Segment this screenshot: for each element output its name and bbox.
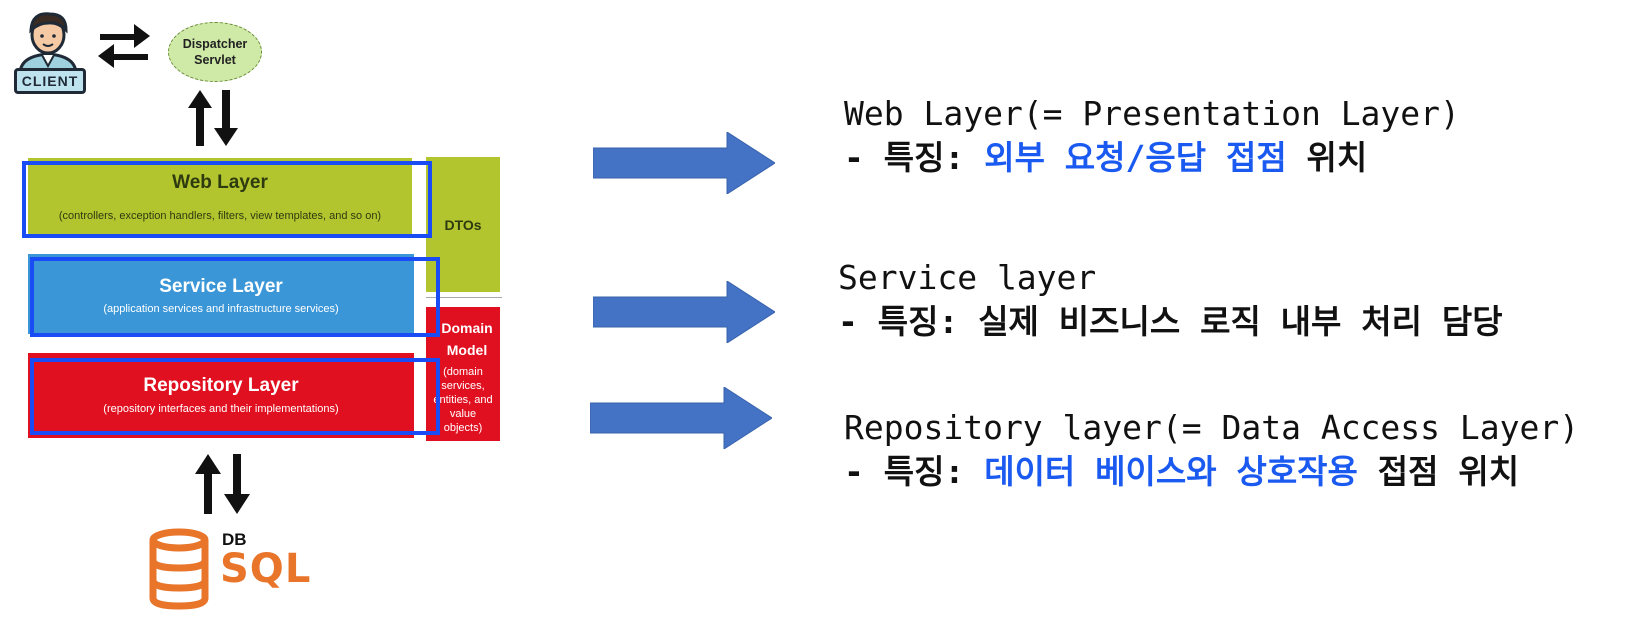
bidirectional-vertical-arrow-icon: [188, 90, 238, 146]
web-layer-subtitle: (controllers, exception handlers, filter…: [58, 210, 382, 222]
domain-model-title: Domain Model: [432, 317, 502, 361]
repository-layer-title: Repository Layer: [143, 375, 299, 396]
dispatcher-servlet: Dispatcher Servlet: [168, 22, 262, 82]
domain-sub-line3: entities, and: [433, 394, 493, 406]
desc-suffix: 위치: [1286, 138, 1368, 177]
dispatcher-line2: Servlet: [194, 53, 236, 67]
repository-layer-desc-line: - 특징: 데이터 베이스와 상호작용 접점 위치: [844, 450, 1579, 494]
desc-highlight: 외부 요청/응답 접점: [984, 138, 1287, 177]
web-layer-description: Web Layer(= Presentation Layer) - 특징: 외부…: [844, 92, 1460, 180]
right-arrow-icon: [593, 132, 775, 194]
domain-title-line1: Domain: [441, 320, 493, 336]
right-arrow-icon: [590, 387, 772, 449]
bidirectional-vertical-arrow-icon: [195, 454, 250, 514]
domain-sub-line5: objects): [443, 422, 483, 434]
database-icon: [149, 528, 209, 610]
web-layer-block: Web Layer (controllers, exception handle…: [28, 158, 412, 236]
repository-layer-desc-title: Repository layer(= Data Access Layer): [844, 408, 1580, 447]
repository-layer-subtitle: (repository interfaces and their impleme…: [103, 403, 339, 415]
db-label: DB: [222, 530, 247, 549]
domain-sub-line2: services,: [441, 380, 485, 392]
service-layer-block: Service Layer (application services and …: [28, 254, 414, 334]
desc-prefix: - 특징:: [844, 138, 985, 177]
right-arrow-icon: [593, 281, 775, 343]
repository-layer-highlight: [30, 358, 440, 435]
repository-layer-description: Repository layer(= Data Access Layer) - …: [844, 406, 1579, 494]
service-layer-subtitle: (application services and infrastructure…: [103, 303, 339, 315]
web-layer-title: Web Layer: [172, 172, 268, 193]
domain-sub-line1: (domain: [443, 366, 483, 378]
service-layer-desc-line: - 특징: 실제 비즈니스 로직 내부 처리 담당: [838, 302, 1503, 341]
web-layer-desc-title: Web Layer(= Presentation Layer): [844, 94, 1460, 133]
sql-label: SQL: [220, 546, 312, 592]
dtos-label: DTOs: [444, 217, 482, 233]
repository-layer-block: Repository Layer (repository interfaces …: [28, 353, 414, 438]
domain-title-line2: Model: [446, 342, 488, 358]
domain-model-subtitle: (domain services, entities, and value ob…: [426, 365, 500, 435]
bidirectional-horizontal-arrow-icon: [98, 24, 150, 68]
web-layer-highlight: [22, 161, 432, 238]
service-layer-highlight: [30, 257, 440, 337]
desc-suffix: 접점 위치: [1357, 452, 1520, 491]
divider-line: [426, 297, 502, 298]
domain-sub-line4: value: [449, 408, 477, 420]
desc-prefix: - 특징:: [844, 452, 985, 491]
dispatcher-line1: Dispatcher: [182, 37, 248, 51]
service-layer-desc-title: Service layer: [838, 258, 1097, 297]
service-layer-title: Service Layer: [159, 276, 283, 297]
client-label: CLIENT: [14, 68, 86, 94]
desc-highlight: 데이터 베이스와 상호작용: [984, 452, 1358, 491]
web-layer-desc-line: - 특징: 외부 요청/응답 접점 위치: [844, 136, 1460, 180]
service-layer-description: Service layer - 특징: 실제 비즈니스 로직 내부 처리 담당: [838, 256, 1503, 344]
